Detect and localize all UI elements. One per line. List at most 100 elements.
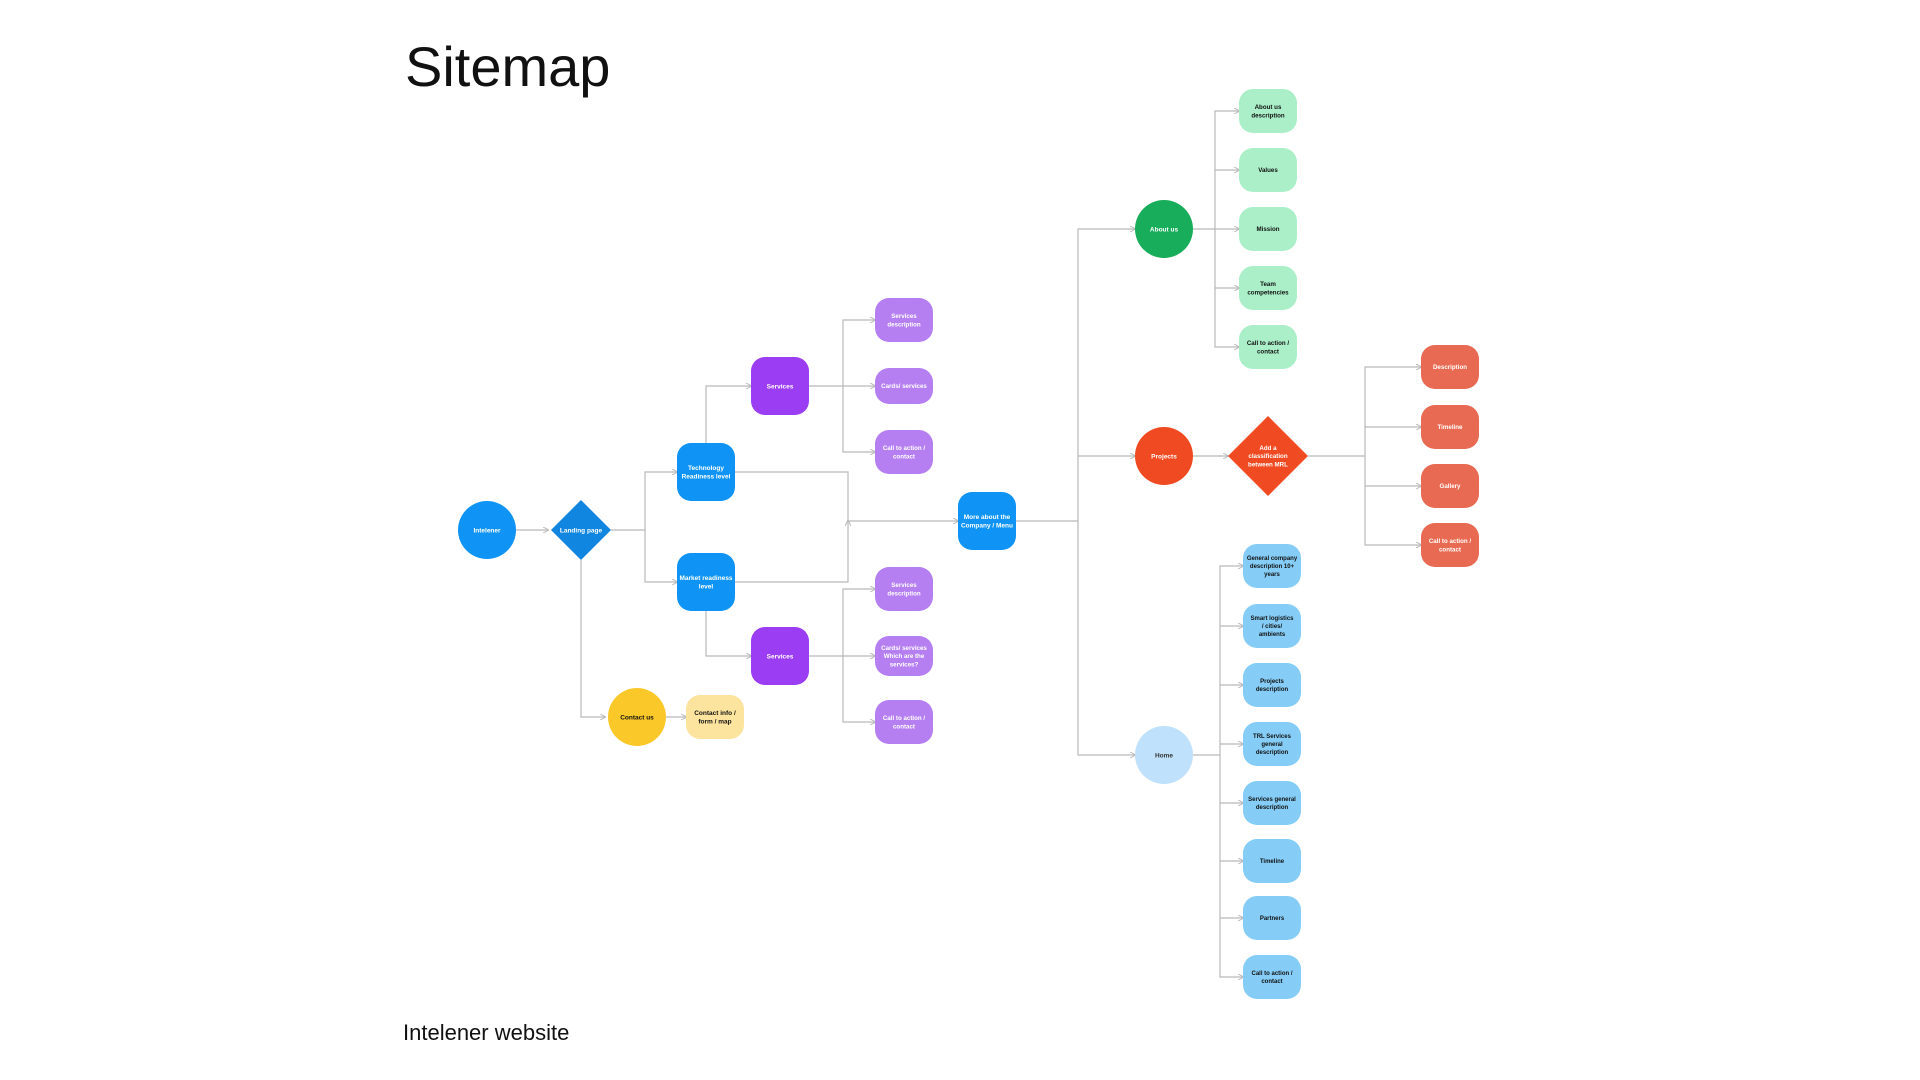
node-shape [551,500,611,560]
node-h8: Call to action /contact [1243,955,1301,999]
connector-line [1219,755,1243,977]
node-label: Timeline [1260,859,1285,865]
node-a2: Values [1239,148,1297,192]
node-p3: Gallery [1421,464,1479,508]
node-shape [1243,781,1301,825]
connector-line [735,521,848,583]
node-h7: Partners [1243,896,1301,940]
node-shape [751,357,809,415]
node-shape [677,553,735,611]
connector-line [1193,566,1243,756]
node-intelener: Intelener [458,501,516,559]
node-label: Values [1258,167,1278,174]
connector-line [1364,456,1421,545]
node-p1: Description [1421,345,1479,389]
node-label: Partners [1260,916,1285,922]
node-projects: Projects [1135,427,1193,485]
node-shape [1135,200,1193,258]
connector-line [1308,367,1421,457]
node-h2: Smart logistics/ cities/ambients [1243,604,1301,648]
node-home: Home [1135,726,1193,784]
node-label: Call to action /contact [1429,538,1472,553]
node-label: Contact info /form / map [694,710,736,726]
node-label: Landing page [560,527,603,534]
node-shape [686,695,744,739]
node-h6: Timeline [1243,839,1301,883]
connector-line [644,530,677,582]
connector-line [705,611,751,656]
node-landing: Landing page [551,500,611,560]
node-shape [608,688,666,746]
node-label: Description [1433,364,1467,371]
node-shape [875,430,933,474]
node-shape [751,627,809,685]
node-label: Call to action /contact [1247,340,1290,355]
connector-line [1214,229,1239,347]
node-label: Contact us [620,714,654,721]
node-shape [1135,726,1193,784]
node-shape [1135,427,1193,485]
node-shape [1239,325,1297,369]
node-shape [1243,722,1301,766]
node-label: Cards/ services [881,383,927,390]
node-shape [1243,896,1301,940]
node-shape [875,368,933,404]
node-shape [1243,663,1301,707]
node-label: Gallery [1440,483,1462,490]
node-sb3: Call to action /contact [875,700,933,744]
node-shape [1239,148,1297,192]
node-shape [875,700,933,744]
node-services-top: Services [751,357,809,415]
node-shape [875,567,933,611]
node-shape [875,298,933,342]
node-shape [1421,405,1479,449]
node-shape [958,492,1016,550]
node-label: Timeline [1438,424,1464,431]
node-label: Smart logistics/ cities/ambients [1250,616,1294,638]
connector-lines [516,111,1421,977]
node-p4: Call to action /contact [1421,523,1479,567]
connector-line [842,656,875,722]
node-label: About us [1150,226,1179,233]
node-label: Services [767,653,794,660]
node-shape [1421,464,1479,508]
node-label: Services [767,383,794,390]
node-label: Call to action /contact [1251,971,1292,985]
node-shape [1243,604,1301,648]
node-shape [1239,89,1297,133]
connector-line [1016,229,1135,522]
node-label: Intelener [473,527,501,534]
node-shape [458,501,516,559]
node-services-bottom: Services [751,627,809,685]
connector-line [809,589,875,657]
node-shape [1239,207,1297,251]
node-shape [1421,523,1479,567]
node-a3: Mission [1239,207,1297,251]
connector-line [809,320,875,387]
node-label: Call to action /contact [883,445,926,460]
